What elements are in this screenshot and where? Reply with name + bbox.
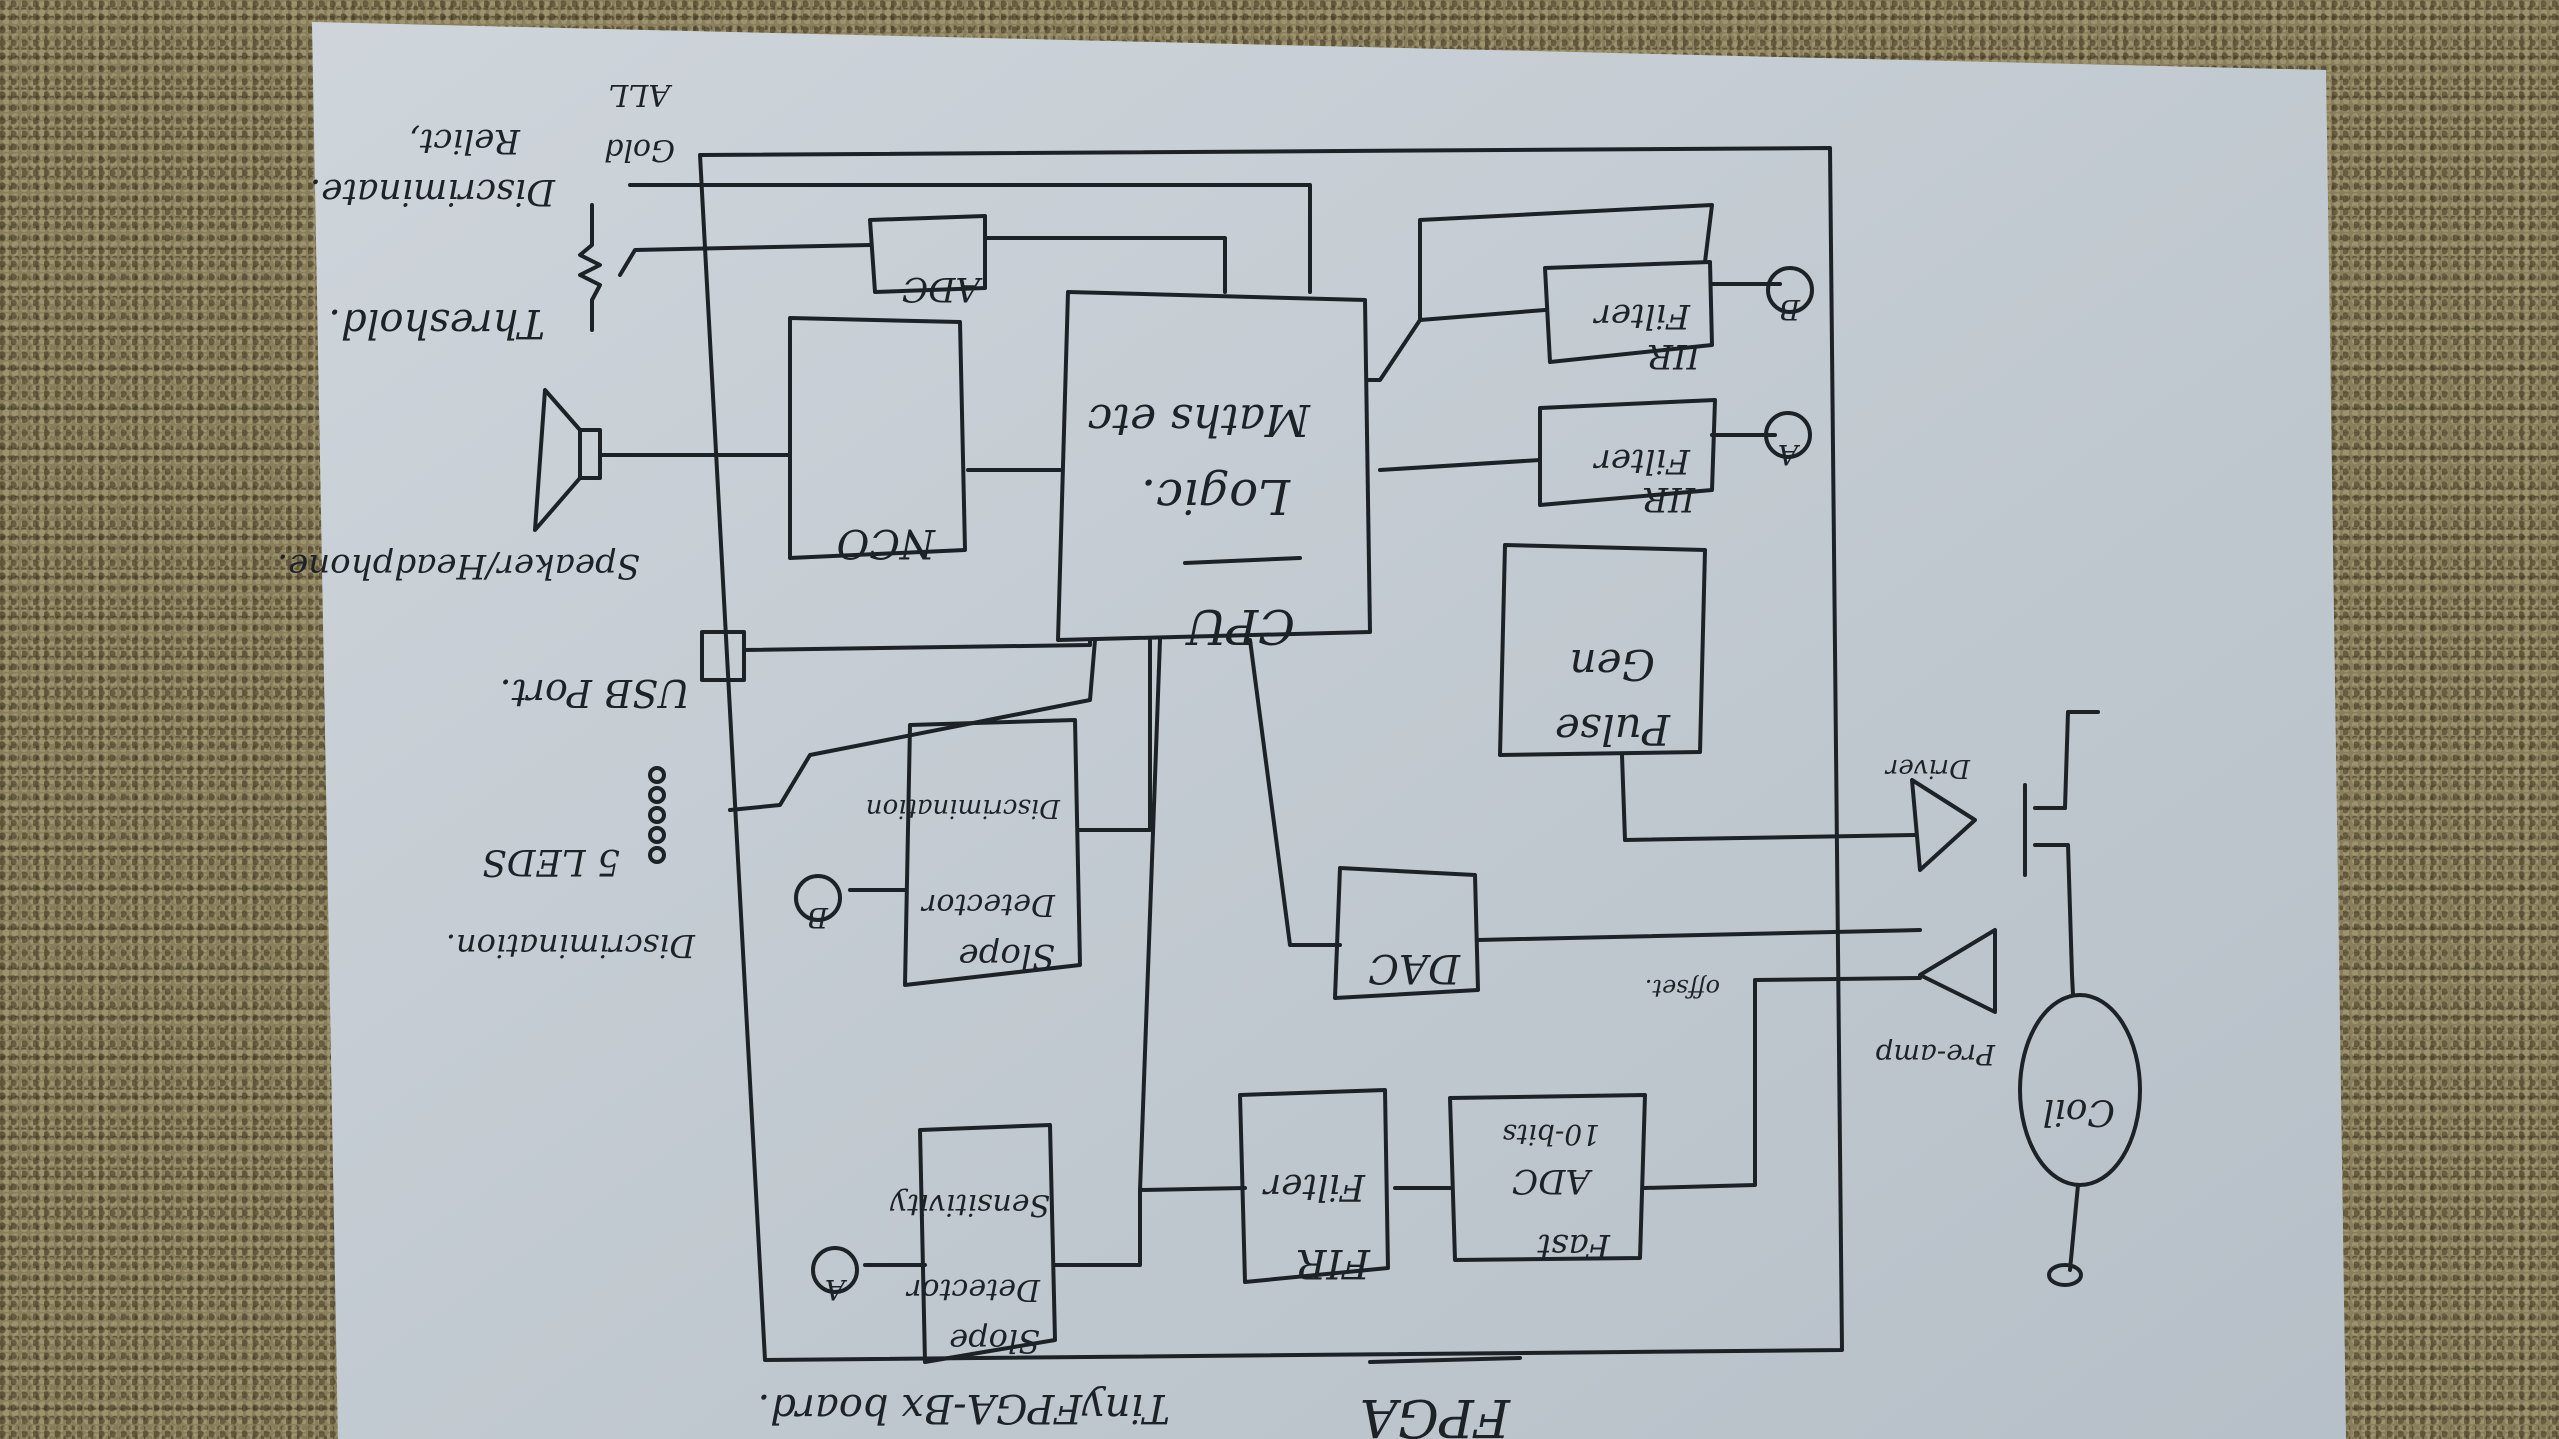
slope-disc-line2: Detector (920, 887, 1056, 922)
connector-a-label-out: A (825, 1273, 848, 1306)
connector-a-label-in: A (1778, 438, 1801, 471)
slope-disc-block (903, 718, 1082, 987)
offset-label: offset. (1645, 974, 1720, 1002)
pulse-to-driver-line (1620, 753, 1917, 842)
iir-filter-block-lower (1538, 398, 1717, 507)
adc-to-cpu-line (983, 236, 1227, 294)
discrimination-label: Discrimination. (446, 927, 696, 965)
slope-disc-line3: Discrimination (866, 793, 1061, 823)
fast-adc-line3: 10-bits (1502, 1118, 1600, 1151)
mosfet (2023, 710, 2100, 997)
adc-small-label: ADC (902, 269, 983, 309)
preamp-amp (1918, 928, 1997, 1014)
connector-b-label-out: B (807, 901, 829, 934)
threshold-to-adc-line (618, 243, 872, 277)
fir-line2: Filter (1262, 1166, 1366, 1207)
leds-to-cpu (728, 638, 1097, 812)
connector-b-output (794, 874, 842, 922)
cpu-line2: Maths etc (1088, 394, 1311, 445)
gold-switch-line (628, 183, 1312, 294)
preamp-to-fast-adc (1643, 976, 1922, 1190)
leds-label: 5 LEDS (482, 841, 620, 882)
usb-label: USB Port. (500, 671, 690, 715)
fir-filter-block (1238, 1088, 1390, 1284)
fpga-boundary (698, 146, 1844, 1362)
usb-port-icon (700, 630, 746, 682)
iir-feedback-line (1418, 203, 1714, 322)
iir-upper-line1: IIR (1648, 336, 1701, 376)
iir-lower-to-cpu (1378, 458, 1542, 472)
iir-upper-line2: Filter (1593, 296, 1691, 336)
slope-sens-line3: Sensitivity (889, 1187, 1050, 1222)
threshold-label: Threshold. (328, 300, 545, 346)
cpu-underline (1183, 556, 1302, 565)
coil-label: Coil (2043, 1091, 2115, 1132)
ground-terminal (2047, 1263, 2083, 1287)
adc-small-block (868, 214, 987, 294)
cpu-to-dac (1248, 638, 1342, 947)
slope-disc-line1: Slope (958, 936, 1055, 976)
iir-upper-to-cpu (1366, 308, 1547, 382)
all-label: ALL (608, 77, 673, 112)
relic-label: Relict, (409, 121, 521, 161)
driver-amp (1910, 778, 1977, 872)
gold-label: Gold (604, 132, 675, 167)
iir-filter-block-upper (1543, 260, 1714, 364)
preamp-label: Pre-amp (1876, 1038, 1997, 1071)
led-column-icon (648, 766, 666, 864)
fir-line1: FIR (1296, 1240, 1371, 1286)
fir-to-slope-sens (1053, 1186, 1247, 1267)
fast-adc-block (1448, 1093, 1647, 1262)
pulse-gen-block (1498, 543, 1707, 757)
dac-block (1333, 866, 1480, 1000)
discriminate-label: Discriminate. (310, 171, 556, 212)
slope-sens-line1: Slope (949, 1322, 1040, 1360)
fpga-title: FPGA (1360, 1387, 1511, 1439)
board-label: TinyFPGA-Bx board. (758, 1385, 1171, 1431)
fir-to-cpu-bus (1138, 638, 1162, 1192)
pulse-gen-line1: Pulse (1555, 705, 1671, 754)
connector-b-input (1766, 266, 1814, 314)
speaker-icon (533, 388, 602, 532)
fpga-title-underline (1368, 1356, 1522, 1364)
cpu-to-slope-disc (1078, 638, 1152, 832)
slope-sens-block (918, 1123, 1057, 1364)
driver-label: Driver (1884, 753, 1971, 783)
cpu-line1: Logic. (1141, 468, 1291, 524)
coil-ground-lead (2068, 1183, 2080, 1272)
slope-sens-line2: Detector (905, 1272, 1041, 1307)
iir-lower-line1: IIR (1643, 479, 1696, 519)
dac-label: DAC (1368, 945, 1461, 991)
fast-adc-line1: Fast (1537, 1226, 1611, 1266)
paper-shade (312, 22, 2346, 1439)
dac-offset-line (1476, 928, 1922, 942)
nco-block (788, 316, 967, 560)
pulse-gen-line2: Gen (1570, 640, 1655, 689)
connector-b-label-in: B (1779, 293, 1801, 326)
cpu-title: CPU (1185, 598, 1295, 654)
cpu-block (1056, 290, 1372, 642)
connector-a-input (1764, 411, 1812, 459)
connector-a-output (811, 1246, 859, 1294)
speaker-label: Speaker/Headphone. (277, 546, 640, 586)
nco-label: NCO (837, 520, 936, 566)
fast-adc-line2: ADC (1512, 1161, 1593, 1201)
threshold-pot (578, 203, 602, 332)
iir-lower-line2: Filter (1593, 441, 1691, 481)
usb-to-cpu (742, 638, 1092, 652)
